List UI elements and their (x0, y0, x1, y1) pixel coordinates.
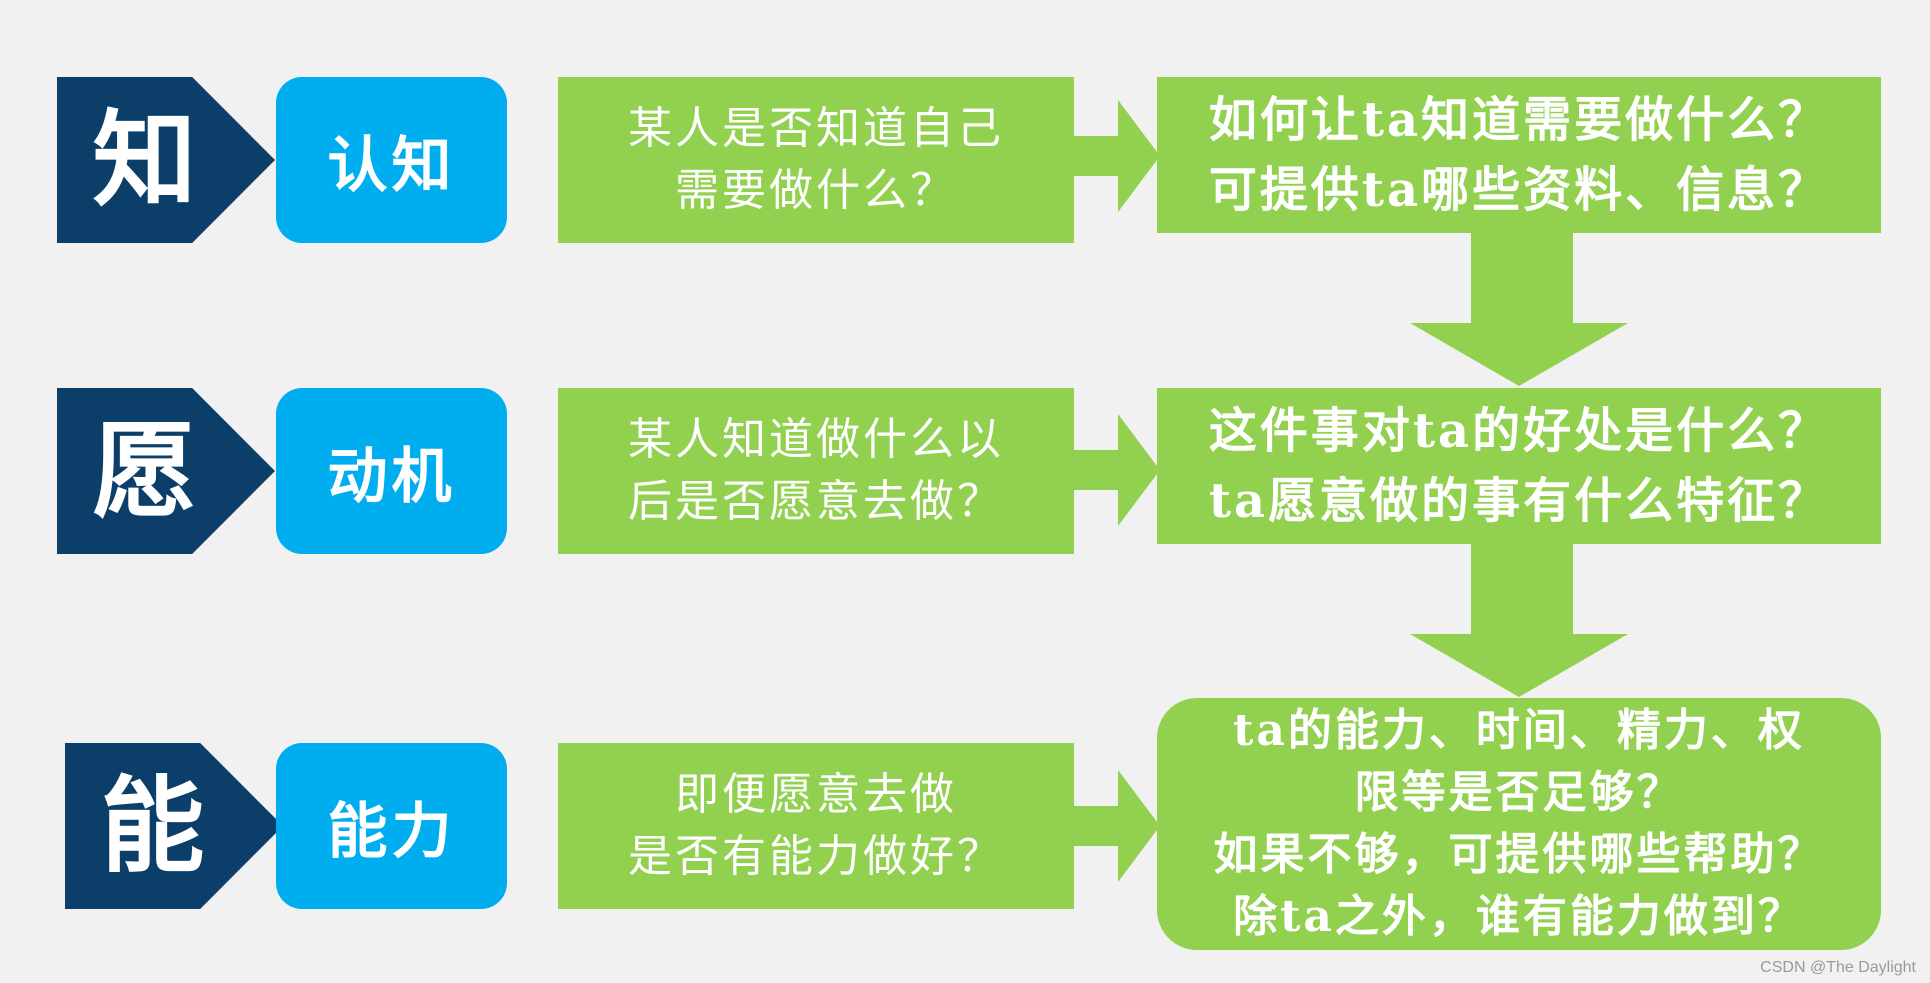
key-chevron-neng: 能 (65, 743, 283, 909)
question-line: 需要做什么？ (675, 165, 957, 216)
question-box-motivation: 某人知道做什么以 后是否愿意去做？ (558, 388, 1074, 554)
watermark: CSDN @The Daylight (1760, 959, 1916, 976)
answer-line: 除ta之外，谁有能力做到？ (1233, 891, 1805, 942)
answer-line: ta愿意做的事有什么特征？ (1208, 473, 1830, 529)
answer-line: 如何让ta知道需要做什么？ (1208, 92, 1830, 148)
question-line: 是否有能力做好？ (628, 831, 1004, 882)
answer-line: ta的能力、时间、精力、权 (1233, 705, 1805, 756)
answer-line: 这件事对ta的好处是什么？ (1208, 403, 1830, 459)
question-line: 即便愿意去做 (675, 769, 957, 820)
down-arrow-icon (1410, 542, 1628, 697)
question-line: 后是否愿意去做？ (628, 476, 1004, 527)
answer-box-cognition: 如何让ta知道需要做什么？ 可提供ta哪些资料、信息？ (1157, 77, 1881, 233)
answer-box-motivation: 这件事对ta的好处是什么？ ta愿意做的事有什么特征？ (1157, 388, 1881, 544)
right-arrow-icon (1074, 100, 1160, 212)
key-chevron-zhi: 知 (57, 77, 275, 243)
answer-line: 限等是否足够？ (1354, 767, 1684, 818)
question-box-ability: 即便愿意去做 是否有能力做好？ (558, 743, 1074, 909)
key-chevron-yuan: 愿 (57, 388, 275, 554)
answer-box-ability: ta的能力、时间、精力、权 限等是否足够？ 如果不够，可提供哪些帮助？ 除ta之… (1157, 698, 1881, 950)
category-box-cognition: 认知 (276, 77, 507, 243)
question-line: 某人知道做什么以 (628, 414, 1004, 465)
key-label: 能 (100, 764, 205, 887)
right-arrow-icon (1074, 414, 1160, 526)
answer-line: 可提供ta哪些资料、信息？ (1208, 162, 1830, 218)
answer-line: 如果不够，可提供哪些帮助？ (1213, 829, 1825, 880)
category-box-motivation: 动机 (276, 388, 507, 554)
key-label: 愿 (92, 409, 197, 532)
question-box-cognition: 某人是否知道自己 需要做什么？ (558, 77, 1074, 243)
down-arrow-icon (1410, 231, 1628, 386)
key-label: 知 (92, 98, 197, 221)
right-arrow-icon (1074, 770, 1160, 882)
question-line: 某人是否知道自己 (628, 103, 1004, 154)
category-box-ability: 能力 (276, 743, 507, 909)
